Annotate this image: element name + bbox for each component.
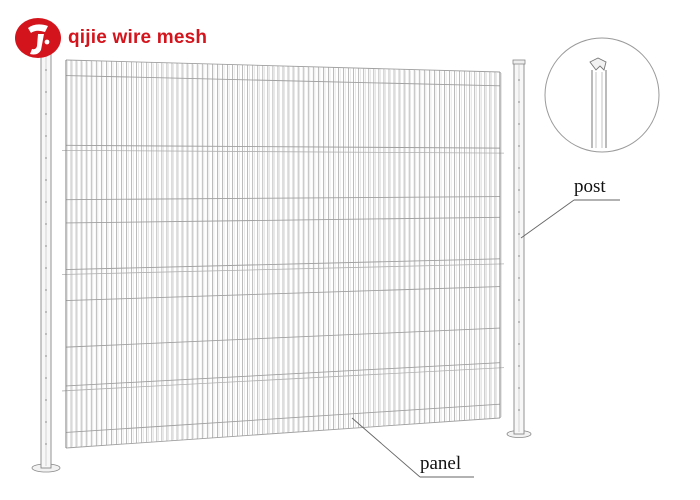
fence-panel	[61, 59, 505, 449]
brand-logo: qijie wire mesh	[14, 16, 207, 60]
post-detail-circle	[544, 37, 660, 153]
panel-label: panel	[420, 453, 462, 474]
right-post	[506, 59, 532, 438]
panel-callout-line	[351, 417, 421, 478]
left-post	[31, 49, 61, 473]
post-callout-line	[520, 199, 575, 239]
qj-logo-icon	[15, 18, 61, 58]
post-label: post	[574, 176, 606, 197]
brand-name: qijie wire mesh	[68, 27, 208, 48]
